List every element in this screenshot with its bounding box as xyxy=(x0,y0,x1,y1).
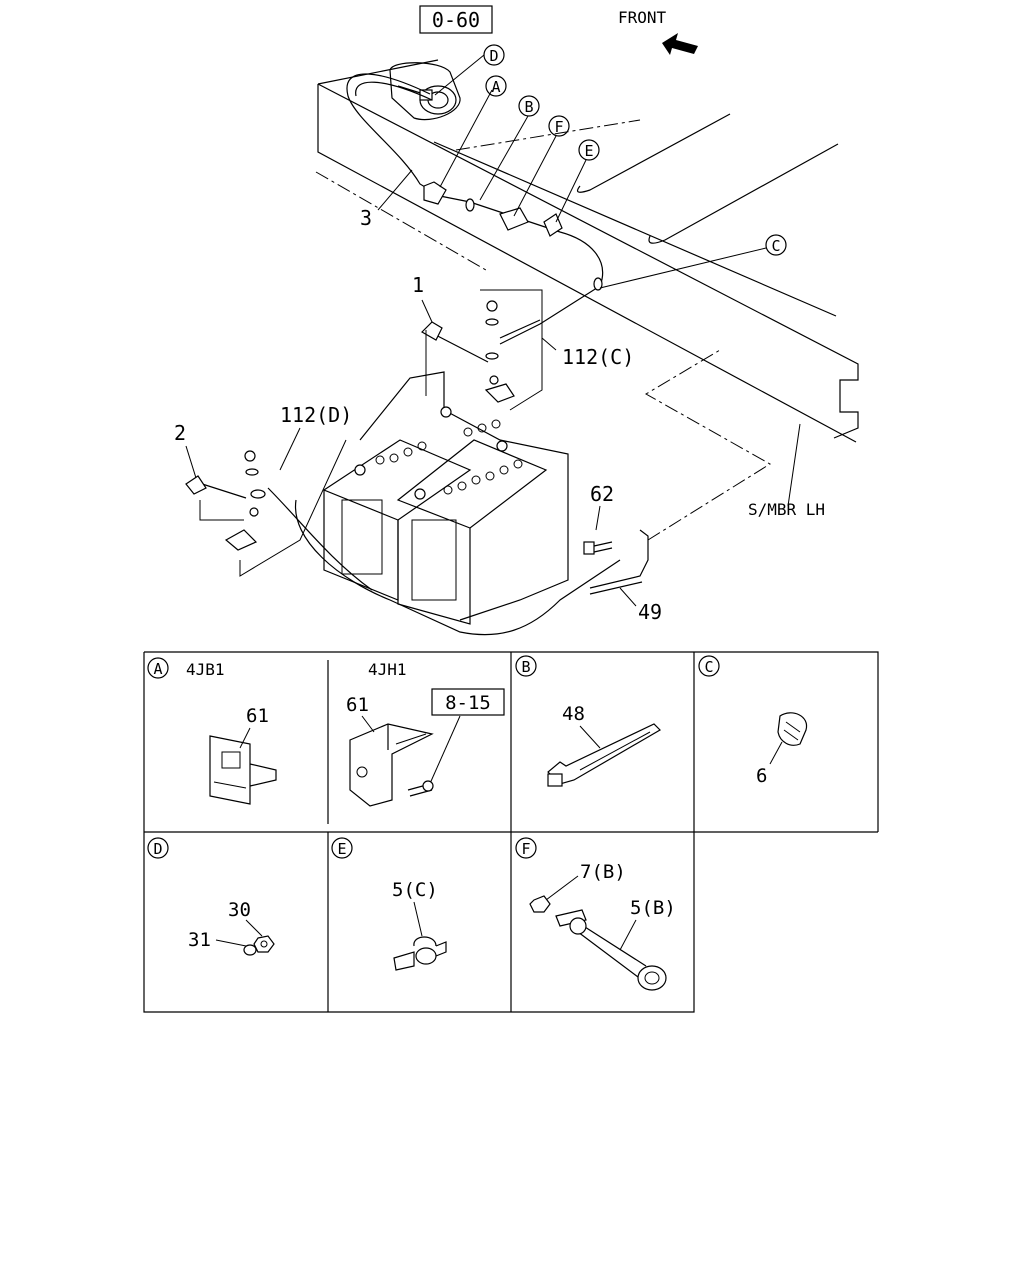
cable-112d xyxy=(185,439,373,591)
frame-side-member xyxy=(315,59,859,443)
part-61-callout[interactable]: 61 xyxy=(246,705,269,727)
cell-f-letter[interactable]: F xyxy=(515,837,537,859)
callout-2[interactable]: 2 xyxy=(174,421,186,445)
engine-4jb1-label: 4JB1 xyxy=(186,660,225,679)
callout-1[interactable]: 1 xyxy=(412,273,424,297)
callout-112c[interactable]: 112(C) xyxy=(562,345,634,369)
clamp-5c-icon xyxy=(393,936,447,971)
nut-30-icon xyxy=(253,935,275,953)
battery-tray xyxy=(294,371,621,636)
cable-3 xyxy=(346,73,604,345)
cell-a-4jb1: A 4JB1 61 xyxy=(147,657,277,805)
callout-a-top[interactable]: A xyxy=(485,75,507,97)
callout-f-top[interactable]: F xyxy=(548,115,570,137)
cell-c: C 6 xyxy=(698,655,808,787)
starter-motor xyxy=(389,62,461,121)
callout-62[interactable]: 62 xyxy=(590,482,614,506)
callout-c-top[interactable]: C xyxy=(765,234,787,256)
part-5c-callout[interactable]: 5(C) xyxy=(392,879,438,901)
callout-leaders-top xyxy=(377,54,767,289)
rod-49 xyxy=(589,349,771,595)
cell-a-4jh1: 4JH1 61 8-15 xyxy=(346,660,505,807)
svg-text:A: A xyxy=(153,660,162,678)
svg-text:0-60: 0-60 xyxy=(432,8,480,32)
part-61-callout-4jh1[interactable]: 61 xyxy=(346,694,369,716)
callout-e-top[interactable]: E xyxy=(578,139,600,161)
svg-text:C: C xyxy=(771,237,780,255)
front-label: FRONT xyxy=(618,8,667,27)
front-arrow-icon xyxy=(662,33,698,55)
cell-a-letter[interactable]: A xyxy=(147,657,169,679)
callout-b-top[interactable]: B xyxy=(518,95,540,117)
bracket-5b-icon xyxy=(555,909,667,991)
svg-text:B: B xyxy=(524,98,533,116)
engine-4jh1-label: 4JH1 xyxy=(368,660,407,679)
part-6-callout[interactable]: 6 xyxy=(756,765,767,787)
cell-d-letter[interactable]: D xyxy=(147,837,169,859)
svg-text:D: D xyxy=(153,840,162,858)
svg-text:8-15: 8-15 xyxy=(445,692,491,714)
cable-112c xyxy=(421,289,543,411)
svg-text:C: C xyxy=(704,658,713,676)
ref-box-0-60[interactable]: 0-60 xyxy=(419,5,493,34)
callout-49[interactable]: 49 xyxy=(638,600,662,624)
svg-text:E: E xyxy=(584,142,593,160)
cell-e: E 5(C) xyxy=(331,837,447,971)
callout-3[interactable]: 3 xyxy=(360,206,372,230)
svg-text:A: A xyxy=(491,78,500,96)
cell-f: F 7(B) 5(B) xyxy=(515,837,676,991)
svg-text:F: F xyxy=(554,118,563,136)
callout-112d[interactable]: 112(D) xyxy=(280,403,352,427)
cell-e-letter[interactable]: E xyxy=(331,837,353,859)
part-30-callout[interactable]: 30 xyxy=(228,899,251,921)
bracket-61-4jh1-icon xyxy=(349,723,434,807)
cell-b-letter[interactable]: B xyxy=(515,655,537,677)
cell-d: D 30 31 xyxy=(147,837,275,956)
number-leaders xyxy=(185,299,801,607)
part-7b-callout[interactable]: 7(B) xyxy=(580,861,626,883)
svg-text:E: E xyxy=(337,840,346,858)
bolt-62 xyxy=(583,541,613,555)
frame-label: S/MBR LH xyxy=(748,500,825,519)
bracket-61-icon xyxy=(209,735,277,805)
cell-c-letter[interactable]: C xyxy=(698,655,720,677)
nut-7b-icon xyxy=(529,895,551,913)
ref-box-8-15[interactable]: 8-15 xyxy=(431,688,505,716)
cable-tie-48-icon xyxy=(547,723,661,787)
callout-d-top[interactable]: D xyxy=(483,44,505,66)
battery-right xyxy=(396,406,548,625)
detail-grid xyxy=(143,651,879,1013)
washer-31-icon xyxy=(243,944,257,956)
part-5b-callout[interactable]: 5(B) xyxy=(630,897,676,919)
svg-text:F: F xyxy=(521,840,530,858)
clip-6-icon xyxy=(777,712,808,746)
cell-b: B 48 xyxy=(515,655,661,787)
part-31-callout[interactable]: 31 xyxy=(188,929,211,951)
part-48-callout[interactable]: 48 xyxy=(562,703,585,725)
svg-text:B: B xyxy=(521,658,530,676)
svg-text:D: D xyxy=(489,47,498,65)
